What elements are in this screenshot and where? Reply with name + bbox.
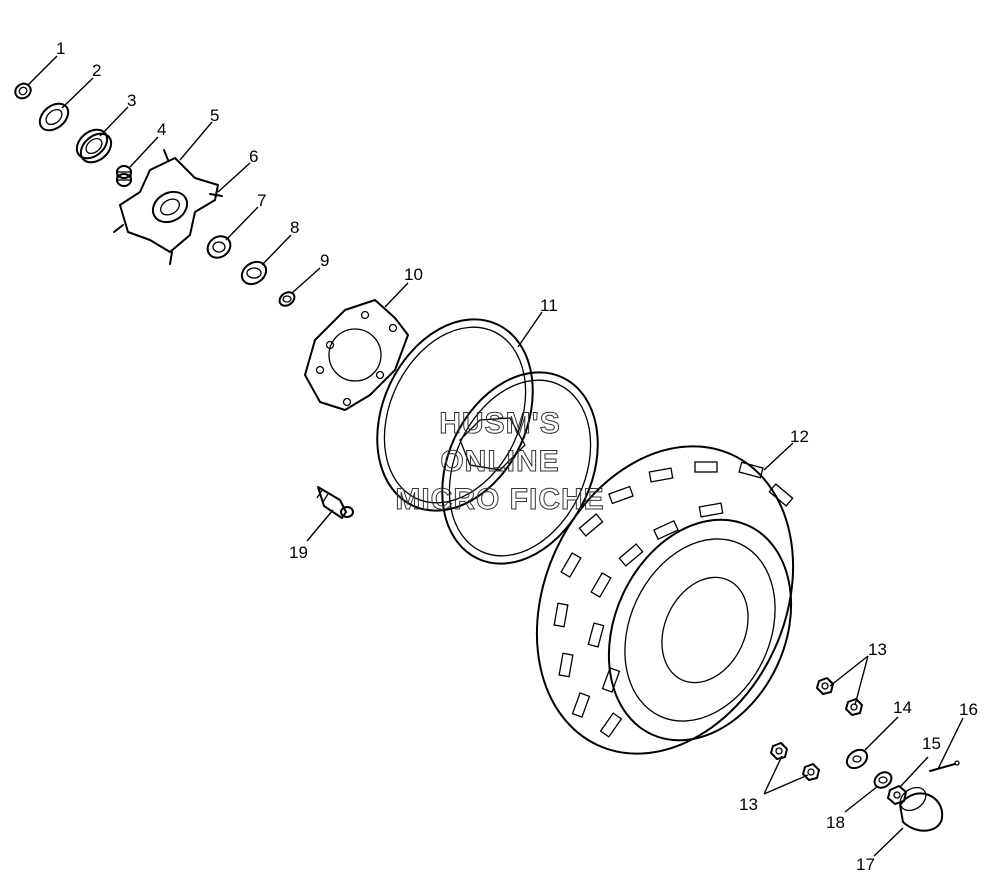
watermark-line-1: HUSM'S — [439, 407, 560, 440]
part-13-nuts-lower — [770, 742, 820, 781]
callout-4: 4 — [157, 120, 166, 139]
part-18-washer — [873, 771, 893, 789]
callout-11: 11 — [540, 296, 558, 315]
callout-18: 18 — [826, 813, 845, 832]
callout-labels: 1 2 3 4 5 6 7 8 9 10 11 12 13 13 14 15 1… — [56, 39, 978, 874]
part-17-cap — [899, 786, 944, 832]
watermark-line-2: ONLINE — [440, 445, 559, 478]
part-16-cotter-pin — [929, 760, 960, 772]
watermark-line-3: MICRO FICHE — [395, 483, 604, 516]
callout-14: 14 — [893, 698, 912, 717]
callout-12: 12 — [790, 427, 809, 446]
callout-9: 9 — [320, 251, 329, 270]
callout-13-lower: 13 — [739, 795, 758, 814]
part-4-spacer — [116, 165, 132, 187]
callout-17: 17 — [856, 855, 875, 874]
callout-1: 1 — [56, 39, 65, 58]
callout-13-upper: 13 — [868, 640, 887, 659]
part-7-bearing — [206, 235, 232, 259]
part-13-nuts-upper — [816, 677, 863, 716]
watermark: HUSM'S ONLINE MICRO FICHE — [395, 407, 604, 517]
callout-3: 3 — [127, 91, 136, 110]
callout-2: 2 — [92, 61, 101, 80]
part-5-hub — [113, 149, 223, 265]
leader-lines — [27, 55, 964, 857]
part-14-washer — [845, 748, 869, 770]
part-9-ring — [278, 291, 296, 307]
part-2-seal — [38, 102, 70, 132]
callout-15: 15 — [922, 734, 941, 753]
callout-10: 10 — [404, 265, 423, 284]
callout-8: 8 — [290, 218, 299, 237]
part-8-seal — [240, 260, 268, 286]
callout-19: 19 — [289, 543, 308, 562]
part-12-tire — [535, 445, 795, 755]
part-11-rim — [376, 318, 599, 565]
part-19-valve-stem — [316, 486, 354, 519]
callout-5: 5 — [210, 106, 219, 125]
part-3-bearing — [75, 128, 113, 164]
callout-7: 7 — [257, 191, 266, 210]
callout-16: 16 — [959, 700, 978, 719]
part-1-ring — [14, 82, 32, 100]
part-10-gasket — [304, 299, 409, 411]
callout-6: 6 — [249, 147, 258, 166]
